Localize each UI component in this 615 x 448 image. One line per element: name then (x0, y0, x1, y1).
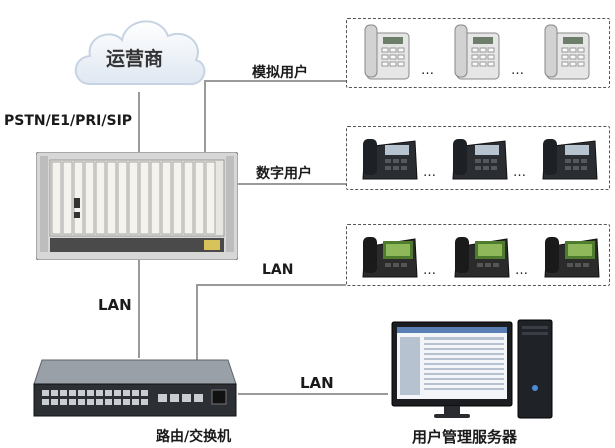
link-pbx-switch (138, 260, 140, 358)
digital-users-label: 数字用户 (256, 166, 312, 182)
trunk-label: PSTN/E1/PRI/SIP (4, 113, 133, 129)
ip-phone-group: … … (346, 224, 610, 286)
link-digital (236, 183, 346, 185)
analog-phone-group: … … (346, 18, 610, 88)
ip-lan-label: LAN (262, 262, 294, 278)
link-cloud-pbx (138, 92, 140, 154)
server-label: 用户管理服务器 (412, 428, 518, 446)
link-analog (204, 80, 206, 160)
link-switch-server (238, 393, 388, 395)
pbx-chassis (36, 152, 238, 260)
switch-label: 路由/交换机 (156, 429, 232, 445)
analog-phone-icon (364, 24, 410, 80)
ellipsis: … (421, 63, 435, 78)
cloud-icon (74, 20, 206, 86)
carrier-cloud: 运营商 (68, 6, 210, 96)
digital-phone-icon (452, 139, 508, 180)
cloud-label: 运营商 (106, 48, 164, 70)
ellipsis: … (423, 165, 437, 180)
ip-phone-icon (544, 237, 600, 278)
digital-phone-group: … … (346, 126, 610, 190)
ip-phone-icon (362, 237, 418, 278)
digital-phone-icon (542, 139, 598, 180)
ellipsis: … (511, 63, 525, 78)
computer-icon (391, 319, 553, 419)
link-analog-h (204, 80, 346, 82)
analog-users-label: 模拟用户 (252, 65, 308, 81)
pbx-lan-label: LAN (98, 296, 132, 314)
server-lan-label: LAN (300, 374, 334, 392)
link-ip-h (196, 284, 346, 286)
ellipsis: … (423, 263, 437, 278)
ip-phone-icon (454, 237, 510, 278)
digital-phone-icon (362, 139, 418, 180)
analog-phone-icon (454, 24, 500, 80)
network-switch (32, 358, 238, 420)
management-server (388, 318, 558, 422)
ellipsis: … (513, 165, 527, 180)
analog-phone-icon (544, 24, 590, 80)
link-ip-v (196, 284, 198, 384)
ellipsis: … (515, 263, 529, 278)
